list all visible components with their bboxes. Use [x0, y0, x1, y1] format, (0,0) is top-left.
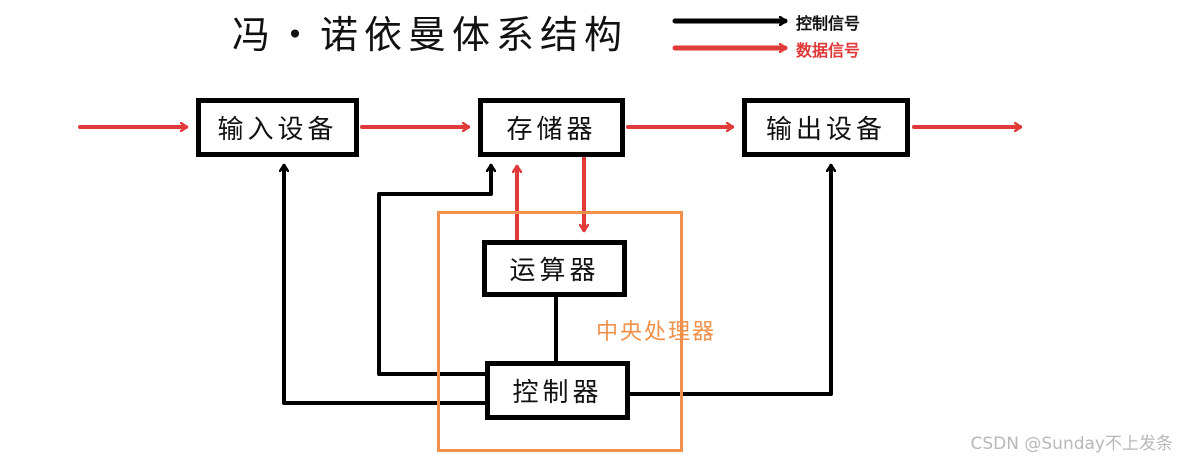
cpu-group-frame: [437, 211, 683, 452]
input-device-box: 输入设备: [196, 98, 359, 157]
alu-box: 运算器: [482, 240, 627, 297]
diagram-title: 冯・诺依曼体系结构: [232, 13, 629, 57]
control-arrow-controller-to-memory: [377, 166, 491, 376]
controller-box: 控制器: [485, 361, 630, 420]
watermark: CSDN @Sunday不上发条: [970, 434, 1173, 454]
control-arrow-controller-to-input: [284, 166, 487, 405]
memory-box: 存储器: [478, 98, 625, 157]
legend-control-label: 控制信号: [796, 14, 861, 33]
cpu-group-label: 中央处理器: [596, 320, 717, 345]
legend-data-label: 数据信号: [796, 41, 861, 60]
output-device-box: 输出设备: [742, 98, 910, 157]
control-arrow-controller-to-output: [628, 166, 831, 396]
